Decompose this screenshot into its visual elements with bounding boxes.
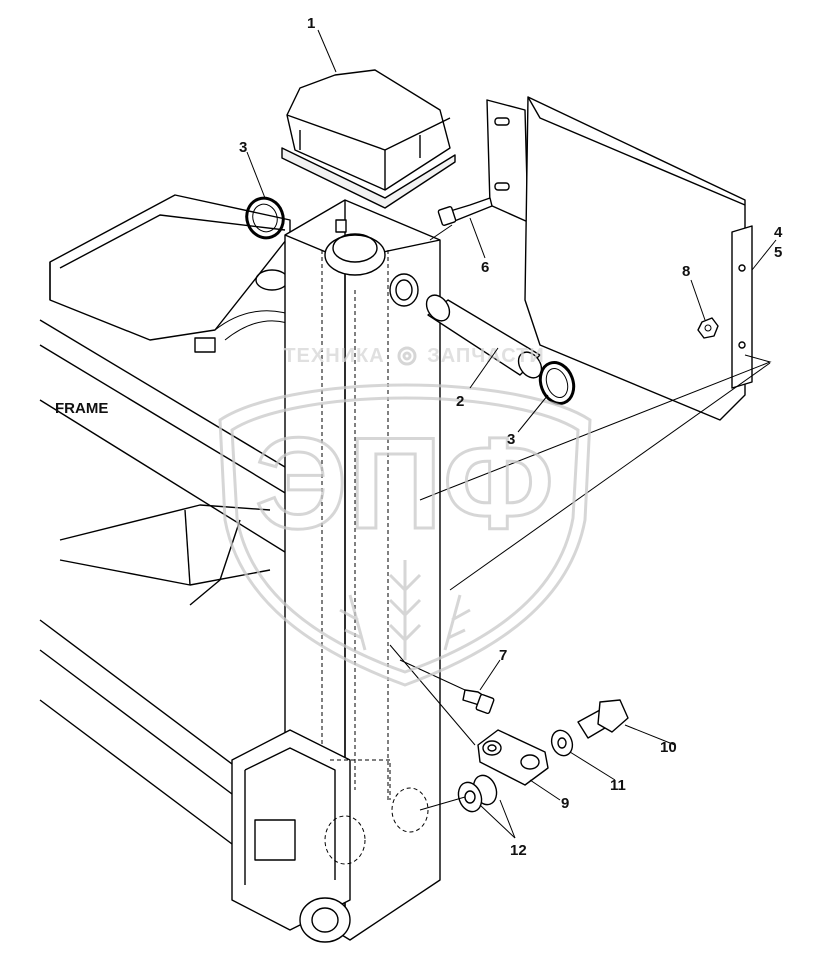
callout-6: 6	[481, 259, 489, 276]
part-11-washer	[550, 729, 574, 757]
part-3-circlip-top	[245, 196, 285, 240]
callout-9: 9	[561, 795, 569, 812]
part-2-pin	[425, 294, 543, 379]
frame-label: FRAME	[55, 400, 108, 417]
callout-12: 12	[510, 842, 527, 859]
leader-lines	[246, 29, 777, 839]
callout-3-right: 3	[507, 431, 515, 448]
part-9-flange	[477, 729, 549, 786]
callout-10: 10	[660, 739, 677, 756]
callout-1: 1	[307, 15, 315, 32]
part-7-bolt	[462, 689, 495, 715]
callout-2: 2	[456, 393, 464, 410]
callout-5: 5	[774, 244, 782, 261]
watermark-left-word: ТЕХНИКА	[283, 345, 384, 367]
callout-4: 4	[774, 224, 783, 241]
part-1-cover	[281, 69, 456, 209]
callout-3-top: 3	[239, 139, 247, 156]
watermark-letters: ЭПФ	[255, 410, 555, 556]
part-12-bushing	[457, 774, 498, 813]
callout-11: 11	[610, 777, 626, 794]
part-6-bolt	[437, 197, 493, 226]
part-3-circlip-right	[538, 361, 576, 405]
part-10-bolt	[577, 699, 629, 739]
part-8-nut	[697, 317, 719, 339]
watermark-logo: ЭПФ ТЕХНИКА ЗАПЧАСТИ	[218, 345, 592, 687]
watermark-right-word: ЗАПЧАСТИ	[427, 345, 545, 367]
callout-8: 8	[682, 263, 690, 280]
part-4-5-guard-plate	[486, 96, 753, 421]
callout-7: 7	[499, 647, 507, 664]
